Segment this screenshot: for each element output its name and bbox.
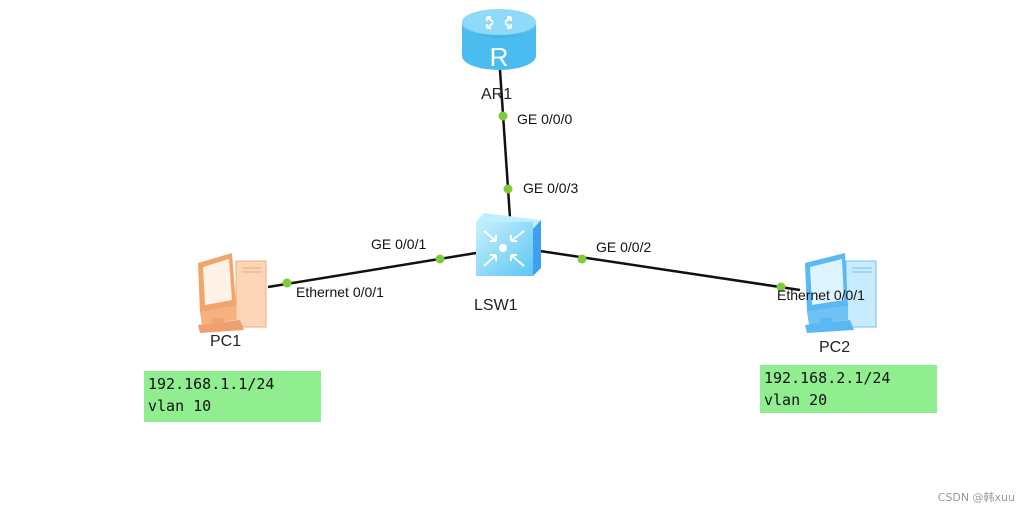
port-dot-lsw1-ge003 xyxy=(503,184,513,194)
svg-text:R: R xyxy=(490,42,509,72)
switch-name-label: LSW1 xyxy=(474,297,518,314)
port-dot-ar1-ge000 xyxy=(498,111,508,121)
pc2-icon[interactable] xyxy=(805,253,877,333)
router-icon[interactable]: R xyxy=(462,9,536,72)
pc1-config-note: 192.168.1.1/24 vlan 10 xyxy=(144,371,321,422)
port-dot-lsw1-ge001 xyxy=(435,254,445,264)
port-label-lsw1-ge002: GE 0/0/2 xyxy=(596,239,652,255)
pc2-config-note: 192.168.2.1/24 vlan 20 xyxy=(760,365,937,413)
port-label-lsw1-ge001: GE 0/0/1 xyxy=(371,236,427,252)
pc2-ip-text: 192.168.2.1/24 xyxy=(764,369,891,387)
port-dot-pc1-eth001 xyxy=(282,278,292,288)
port-label-pc1-eth001: Ethernet 0/0/1 xyxy=(296,284,384,300)
port-dot-lsw1-ge002 xyxy=(577,254,587,264)
pc2-name-label: PC2 xyxy=(819,339,851,356)
pc1-vlan-text: vlan 10 xyxy=(148,397,212,415)
link-lsw1-pc1[interactable] xyxy=(267,251,477,289)
port-label-lsw1-ge003: GE 0/0/3 xyxy=(523,180,579,196)
pc1-ip-text: 192.168.1.1/24 xyxy=(148,375,275,393)
pc1-name-label: PC1 xyxy=(210,333,242,350)
port-dot-pc2-eth001 xyxy=(776,282,786,292)
pc1-icon[interactable] xyxy=(198,253,267,333)
watermark: CSDN @韩xuu xyxy=(937,491,1015,504)
switch-icon[interactable] xyxy=(476,213,541,276)
pc2-vlan-text: vlan 20 xyxy=(764,391,828,409)
port-label-pc2-eth001: Ethernet 0/0/1 xyxy=(777,287,865,303)
port-label-ar1-ge000: GE 0/0/0 xyxy=(517,111,573,127)
router-name-label: AR1 xyxy=(481,86,513,103)
